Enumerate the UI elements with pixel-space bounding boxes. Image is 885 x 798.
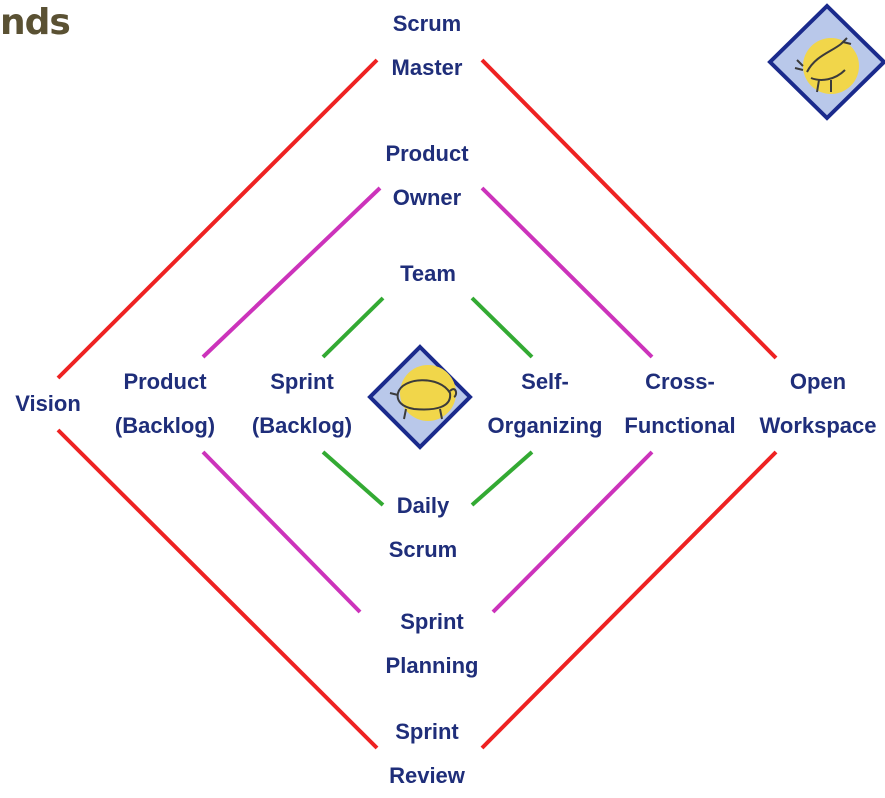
label-line: Open: [789, 369, 847, 394]
inner-line-bottom-right: [470, 450, 534, 507]
label-sprint-planning: Sprint Planning: [386, 600, 479, 688]
label-line: Scrum: [388, 537, 458, 562]
label-cross-functional: Cross- Functional: [624, 360, 735, 448]
outer-line-bottom-right: [480, 450, 778, 750]
label-line: (Backlog): [251, 413, 353, 438]
inner-line-bottom-left: [321, 450, 385, 507]
label-line: Daily: [396, 493, 450, 518]
label-line: Sprint: [270, 369, 334, 394]
label-line: Sprint: [395, 719, 459, 744]
pig-icon: [367, 344, 473, 450]
label-line: Team: [400, 261, 456, 286]
inner-line-top-left: [321, 296, 385, 359]
label-line: Functional: [624, 413, 736, 438]
label-sprint-review: Sprint Review: [389, 710, 465, 798]
outer-line-bottom-left: [56, 428, 379, 750]
label-line: Review: [389, 763, 465, 788]
inner-line-top-right: [470, 296, 534, 359]
label-product-backlog: Product (Backlog): [115, 360, 215, 448]
label-line: Sprint: [400, 609, 464, 634]
middle-line-bottom-right: [491, 450, 654, 614]
middle-line-top-right: [480, 186, 654, 359]
label-sprint-backlog: Sprint (Backlog): [252, 360, 352, 448]
middle-line-top-left: [201, 186, 382, 359]
label-line: Self-: [521, 369, 569, 394]
label-team: Team: [400, 252, 456, 296]
label-line: Master: [391, 55, 463, 80]
label-line: Workspace: [759, 413, 877, 438]
label-line: Scrum: [392, 11, 462, 36]
label-line: Vision: [15, 391, 81, 416]
rooster-icon: [767, 3, 885, 121]
label-open-workspace: Open Workspace: [760, 360, 877, 448]
label-line: Product: [385, 141, 469, 166]
label-line: (Backlog): [114, 413, 216, 438]
label-product-owner: Product Owner: [385, 132, 468, 220]
label-line: Planning: [385, 653, 479, 678]
label-line: Cross-: [645, 369, 715, 394]
middle-line-bottom-left: [201, 450, 362, 614]
label-daily-scrum: Daily Scrum: [389, 484, 457, 572]
outer-line-top-left: [56, 58, 379, 380]
label-vision: Vision: [15, 382, 81, 426]
label-scrum-master: Scrum Master: [392, 2, 463, 90]
label-line: Product: [123, 369, 207, 394]
label-line: Owner: [392, 185, 462, 210]
label-self-organizing: Self- Organizing: [488, 360, 603, 448]
page-heading: nds: [0, 2, 71, 43]
outer-line-top-right: [480, 58, 778, 360]
label-line: Organizing: [487, 413, 603, 438]
